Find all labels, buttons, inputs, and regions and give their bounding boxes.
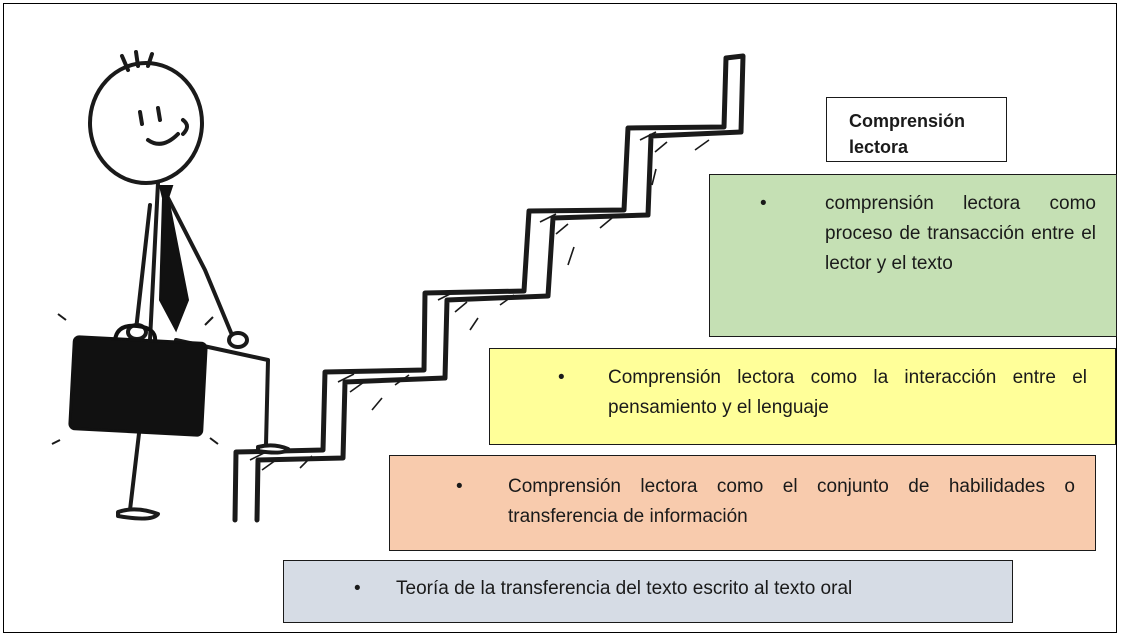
bullet-icon: •: [354, 578, 361, 599]
level-box-transfer: • Teoría de la transferencia del texto e…: [283, 560, 1013, 623]
businessman-figure: [88, 50, 290, 521]
staircase-outline: [232, 53, 746, 523]
level-text: Comprensión lectora como la interacción …: [608, 367, 1087, 418]
bullet-icon: •: [558, 367, 565, 388]
bullet-icon: •: [456, 476, 463, 497]
title-box: Comprensión lectora: [826, 97, 1007, 162]
figure-body: [148, 181, 160, 342]
level-box-interaction: • Comprensión lectora como la interacció…: [489, 348, 1116, 445]
level-text: comprensión lectora como proceso de tran…: [825, 193, 1096, 274]
stair-hatching: [249, 131, 710, 471]
title-text: Comprensión lectora: [849, 111, 966, 157]
level-box-transaction: • comprensión lectora como proceso de tr…: [709, 174, 1117, 337]
level-box-skills: • Comprensión lectora como el conjunto d…: [389, 455, 1096, 551]
necktie-icon: [158, 185, 190, 333]
bullet-icon: •: [760, 193, 767, 214]
figure-head: [88, 61, 204, 185]
level-text: Comprensión lectora como el conjunto de …: [508, 476, 1075, 527]
level-text: Teoría de la transferencia del texto esc…: [396, 578, 853, 599]
briefcase-icon: [51, 313, 219, 445]
